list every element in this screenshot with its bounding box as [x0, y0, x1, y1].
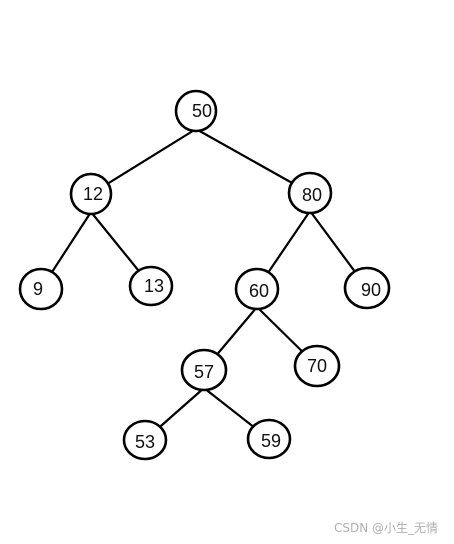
tree-node-circle [180, 348, 228, 392]
tree-node-label: 90 [361, 280, 381, 300]
tree-node-circle [122, 419, 168, 461]
tree-node-label: 53 [135, 432, 155, 452]
tree-node-circle [174, 89, 218, 133]
tree-node: 53 [122, 419, 168, 461]
tree-node: 90 [343, 266, 391, 310]
tree-node-circle [69, 172, 113, 216]
tree-node: 12 [69, 172, 113, 216]
tree-node-label: 70 [307, 356, 327, 376]
tree-node-label: 80 [302, 185, 322, 205]
watermark-text: CSDN @小生_无情 [333, 521, 438, 535]
tree-node-label: 60 [249, 281, 269, 301]
tree-node: 80 [287, 171, 333, 215]
tree-nodes: 50 12 80 9 13 60 90 57 70 53 59 [18, 89, 391, 461]
tree-node: 50 [174, 89, 218, 133]
tree-node: 9 [18, 267, 64, 311]
tree-node: 13 [128, 265, 174, 307]
tree-node-circle [246, 418, 292, 460]
tree-node-circle [128, 265, 174, 307]
tree-node-circle [293, 344, 341, 388]
tree-node-label: 12 [83, 184, 103, 204]
tree-node-label: 13 [144, 276, 164, 296]
tree-node-circle [234, 267, 280, 311]
tree-node-circle [18, 267, 64, 311]
tree-node-label: 59 [261, 431, 281, 451]
tree-node: 59 [246, 418, 292, 460]
tree-node-label: 57 [194, 362, 214, 382]
tree-node-circle [343, 266, 391, 310]
tree-node-label: 50 [192, 101, 212, 121]
tree-node: 57 [180, 348, 228, 392]
tree-node: 70 [293, 344, 341, 388]
tree-node-circle [287, 171, 333, 215]
tree-node-label: 9 [33, 279, 43, 299]
tree-node: 60 [234, 267, 280, 311]
